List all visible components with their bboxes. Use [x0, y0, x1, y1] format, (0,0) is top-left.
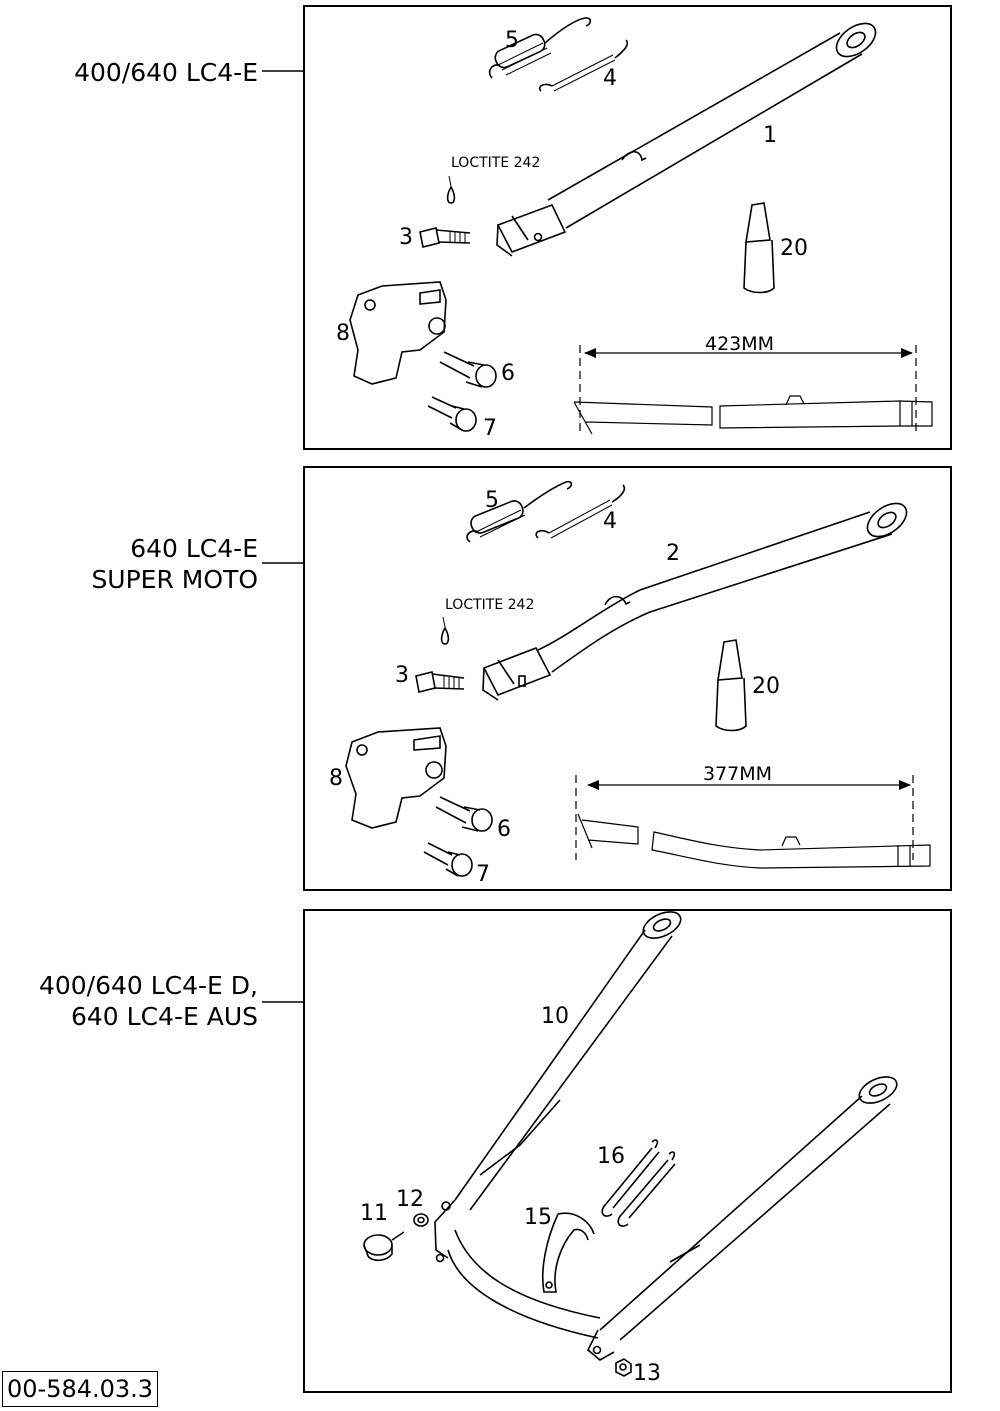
dimension-sideview-2: [575, 775, 931, 869]
callout-6: 6: [501, 361, 515, 386]
panel-2-labels: 5 4 2 LOCTITE 242 3 20 377MM 8 6 7: [329, 488, 780, 887]
callout-1: 1: [763, 123, 777, 148]
side-stand-1-icon: [496, 22, 877, 257]
callout-3: 3: [395, 663, 409, 688]
document-id: 00-584.03.3: [2, 1371, 159, 1407]
dimension-sideview-1: [573, 345, 933, 435]
spring-4-icon: [538, 39, 629, 92]
loctite-drop-icon: [446, 185, 456, 204]
callout-16: 16: [597, 1144, 625, 1169]
bracket-15-icon: [541, 1212, 595, 1293]
callout-20: 20: [752, 674, 780, 699]
callout-8: 8: [329, 766, 343, 791]
panel-center-stand: [303, 909, 952, 1393]
callout-15: 15: [524, 1205, 552, 1230]
bolt-6-icon: [435, 796, 493, 832]
callout-13: 13: [633, 1361, 661, 1386]
callout-11: 11: [360, 1201, 388, 1226]
spring-4-icon: [535, 484, 626, 539]
note-loctite: LOCTITE 242: [445, 597, 534, 613]
bracket-8-icon: [345, 727, 447, 829]
nut-12-icon: [413, 1213, 429, 1227]
panel-1-drawing: [349, 17, 933, 435]
callout-5: 5: [485, 488, 499, 513]
dimension-label: 423MM: [705, 333, 774, 355]
callout-10: 10: [541, 1004, 569, 1029]
model-line: 400/640 LC4-E: [74, 58, 258, 87]
callout-7: 7: [483, 416, 497, 441]
panel-3-labels: 10 16 12 11 15 13: [360, 1004, 661, 1386]
spring-5-icon: [488, 17, 592, 79]
callout-4: 4: [603, 66, 617, 91]
spring-5-icon: [466, 480, 573, 543]
model-line: SUPER MOTO: [91, 565, 258, 594]
loctite-bottle-20-icon: [715, 639, 747, 732]
callout-8: 8: [336, 321, 350, 346]
bolt-7-icon: [423, 842, 473, 877]
panel-side-stand-supermoto: [303, 466, 952, 891]
bracket-8-icon: [349, 281, 447, 385]
model-label-1: 400/640 LC4-E: [74, 57, 258, 88]
note-loctite: LOCTITE 242: [451, 155, 540, 171]
callout-6: 6: [497, 817, 511, 842]
loctite-drop-icon: [440, 626, 450, 645]
panel-1-labels: 5 4 1 LOCTITE 242 3 20 8 423MM 6 7: [336, 28, 808, 441]
model-label-2: 640 LC4-E SUPER MOTO: [91, 533, 258, 595]
model-line: 400/640 LC4-E D,: [38, 971, 258, 1000]
callout-12: 12: [396, 1187, 424, 1212]
center-stand-10-icon: [434, 911, 898, 1361]
spring-16-icon: [601, 1139, 676, 1227]
model-line: 640 LC4-E: [130, 534, 258, 563]
callout-2: 2: [666, 541, 680, 566]
panel-side-stand-lc4e: [303, 5, 952, 450]
model-label-3: 400/640 LC4-E D, 640 LC4-E AUS: [39, 970, 258, 1032]
bolt-6-icon: [439, 351, 497, 388]
side-stand-2-icon: [482, 502, 908, 701]
model-line: 640 LC4-E AUS: [71, 1002, 258, 1031]
callout-4: 4: [603, 509, 617, 534]
callout-20: 20: [780, 236, 808, 261]
bumper-11-icon: [363, 1231, 405, 1262]
callout-5: 5: [505, 28, 519, 53]
panel-3-drawing: [363, 911, 898, 1377]
bolt-3-icon: [419, 227, 471, 248]
panel-2-drawing: [345, 480, 931, 877]
dimension-label: 377MM: [703, 763, 772, 785]
callout-7: 7: [476, 862, 490, 887]
loctite-bottle-20-icon: [743, 202, 775, 294]
bolt-3-icon: [415, 671, 465, 693]
nut-13-icon: [615, 1358, 632, 1377]
callout-3: 3: [399, 225, 413, 250]
bolt-7-icon: [427, 396, 477, 432]
